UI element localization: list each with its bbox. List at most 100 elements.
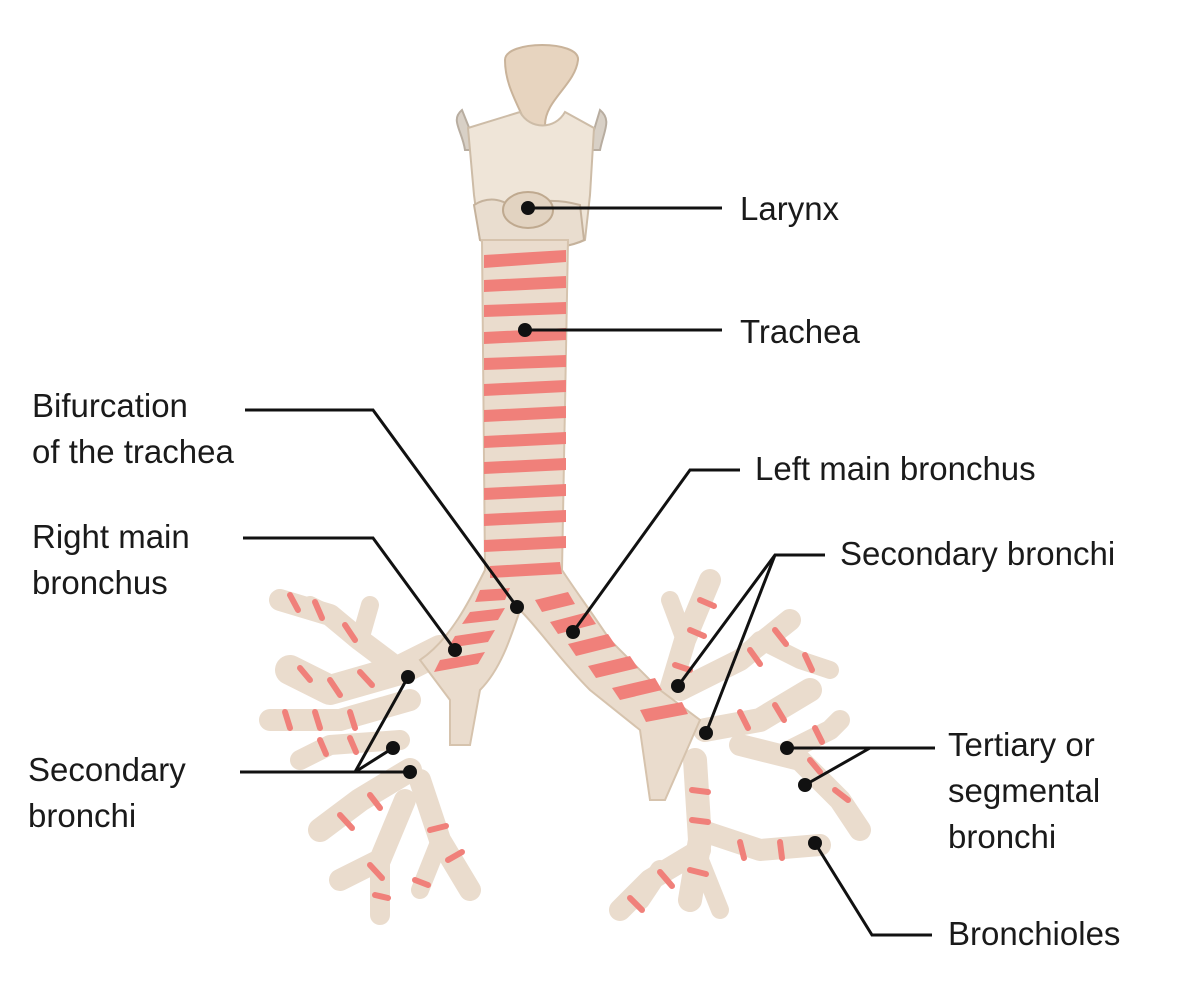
dot-secondary-left-2 (699, 726, 713, 740)
branch-ring (427, 823, 449, 833)
trachea-ring (484, 536, 566, 552)
left-branch-lower-d (691, 851, 729, 919)
leader-left-main-bronchus (571, 468, 740, 633)
label-secondary-bronchi-right-line2: bronchi (28, 797, 137, 834)
branch-ring (282, 709, 293, 731)
label-tertiary-line2: segmental (948, 772, 1101, 809)
dot-tertiary-2 (798, 778, 812, 792)
branch-ring (802, 652, 815, 673)
branch-ring (689, 817, 711, 825)
trachea-ring (484, 432, 566, 448)
branch-ring (812, 725, 825, 745)
branch-ring (372, 892, 391, 901)
label-tertiary-bronchi: Tertiary or segmental bronchi (948, 722, 1100, 860)
branch-ring (342, 622, 358, 643)
dot-right-main-bronchus (448, 643, 462, 657)
leader-bifurcation (245, 408, 519, 608)
label-bifurcation-line1: Bifurcation (32, 387, 188, 424)
leader-secondary-left-2 (704, 554, 777, 734)
bronchus-ring (535, 592, 575, 612)
right-branch-mid-a (259, 689, 421, 731)
bronchus-ring (588, 656, 638, 678)
label-right-main-bronchus-line2: bronchus (32, 564, 168, 601)
branch-ring (347, 709, 358, 731)
branch-ring (367, 862, 385, 881)
branch-ring (357, 669, 375, 688)
branch-ring (747, 647, 763, 667)
larynx-illustration (455, 44, 608, 250)
branch-ring (657, 869, 675, 889)
dot-left-main-bronchus (566, 625, 580, 639)
dot-secondary-right-1 (401, 670, 415, 684)
leader-bronchioles (813, 842, 932, 937)
right-branch-lower-a (308, 758, 422, 842)
branch-ring (832, 787, 851, 803)
label-secondary-bronchi-right-line1: Secondary (28, 751, 186, 788)
label-secondary-bronchi-right: Secondary bronchi (28, 747, 186, 839)
dot-trachea (518, 323, 532, 337)
trachea-ring (484, 380, 566, 396)
bronchial-tree-illustration (259, 239, 871, 925)
branch-ring (347, 735, 359, 755)
dot-secondary-left-1 (671, 679, 685, 693)
left-branch-mid-a (693, 678, 822, 742)
branch-ring (687, 867, 709, 877)
leader-secondary-right-2 (354, 746, 394, 774)
branch-ring (627, 895, 645, 913)
label-right-main-bronchus-line1: Right main (32, 518, 190, 555)
dot-bifurcation (510, 600, 524, 614)
branch-ring (317, 737, 329, 757)
label-tertiary-line3: bronchi (948, 818, 1057, 855)
label-larynx: Larynx (740, 190, 840, 227)
bronchus-ring (448, 630, 495, 648)
dot-bronchioles (808, 836, 822, 850)
left-branch-mid-b (729, 734, 871, 841)
branch-ring (737, 709, 751, 731)
branch-ring (687, 627, 707, 639)
trachea-ring (484, 355, 566, 370)
branch-ring (412, 877, 431, 888)
bronchus-ring (475, 588, 510, 602)
label-bifurcation-line2: of the trachea (32, 433, 234, 470)
branch-ring (445, 849, 465, 863)
epiglottis-shape (503, 44, 580, 146)
dot-secondary-right-3 (403, 765, 417, 779)
leader-tertiary-2 (804, 746, 871, 787)
bronchus-ring (612, 678, 662, 700)
right-branch-upper-b (351, 596, 379, 649)
right-branch-mid-b (290, 730, 410, 770)
trachea-ring (484, 458, 566, 474)
label-bronchioles: Bronchioles (948, 915, 1121, 952)
branch-ring (807, 757, 823, 775)
bronchus-ring (462, 608, 505, 624)
trachea-ring (484, 276, 566, 292)
left-branch-lower-b (689, 819, 831, 861)
trachea-ring (484, 406, 566, 422)
bronchus-ring (640, 702, 688, 722)
trachea-ring (484, 250, 566, 268)
dot-secondary-right-2 (386, 741, 400, 755)
leader-lines (240, 206, 935, 937)
branch-ring (672, 662, 693, 673)
branch-ring (287, 592, 301, 613)
branch-ring (337, 812, 355, 831)
branch-ring (772, 627, 789, 647)
left-branch-upper-b (661, 591, 694, 649)
label-left-main-bronchus: Left main bronchus (755, 450, 1036, 487)
branch-ring (689, 787, 711, 795)
branch-ring (297, 665, 313, 683)
leader-dots (386, 201, 822, 850)
label-bifurcation: Bifurcation of the trachea (32, 383, 234, 475)
dot-larynx (521, 201, 535, 215)
label-right-main-bronchus: Right main bronchus (32, 514, 190, 606)
branch-ring (697, 597, 717, 609)
branch-ring (772, 702, 787, 723)
bronchus-ring (568, 634, 616, 656)
branch-ring (312, 599, 325, 621)
trachea-ring (484, 302, 566, 317)
left-branch-lower-e (630, 860, 670, 910)
leader-right-main-bronchus (243, 536, 457, 651)
label-secondary-bronchi-left: Secondary bronchi (840, 535, 1116, 572)
